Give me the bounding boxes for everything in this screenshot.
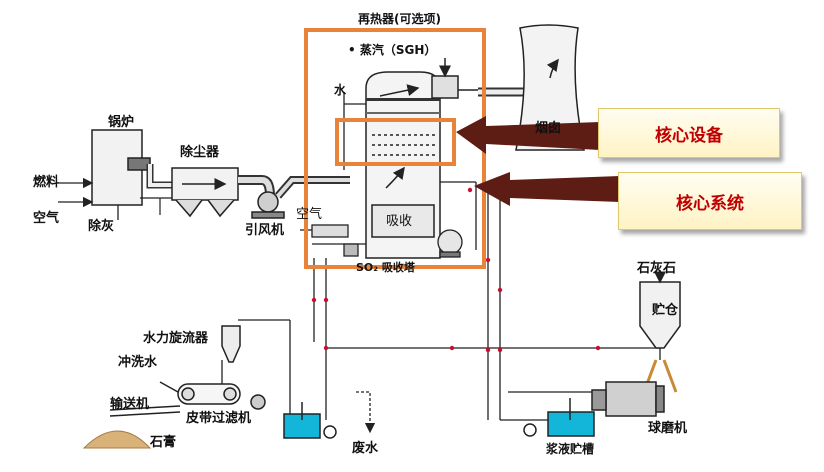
- core-equipment-arrow: [456, 116, 600, 154]
- label-air-left: 空气: [33, 211, 60, 226]
- label-water: 水: [334, 83, 347, 97]
- label-absorber-tower: SO₂ 吸收塔: [356, 261, 415, 274]
- flue-duct-1: [146, 164, 172, 189]
- label-reheater: 再热器(可选项): [358, 12, 441, 26]
- label-limestone: 石灰石: [637, 261, 677, 276]
- filtrate-tank: [283, 402, 337, 439]
- slurry-tank: [523, 398, 595, 437]
- label-boiler: 锅炉: [108, 115, 135, 130]
- label-id-fan: 引风机: [245, 223, 285, 238]
- label-air-mid: 空气: [296, 207, 323, 222]
- label-waste-water: 废水: [352, 441, 379, 456]
- id-fan: [251, 191, 285, 219]
- water-line: [343, 92, 366, 170]
- fuel-air-lines: [58, 177, 119, 220]
- conveyor: [109, 405, 181, 417]
- label-ash-removal: 除灰: [88, 219, 115, 234]
- dust-collector: [171, 167, 239, 218]
- gypsum-pile: [82, 430, 152, 449]
- hydrocyclone: [221, 325, 241, 363]
- label-steam: • 蒸汽（SGH）: [348, 43, 437, 57]
- core-equipment-box: [335, 118, 456, 166]
- label-absorb: 吸收: [386, 214, 413, 229]
- limestone-silo: [639, 270, 681, 393]
- label-silo: 贮仓: [652, 303, 679, 318]
- label-slurry-tank: 浆液贮槽: [546, 442, 595, 456]
- label-ball-mill: 球磨机: [648, 421, 688, 436]
- label-gypsum: 石膏: [150, 435, 177, 450]
- label-conveyor: 输送机: [110, 397, 150, 412]
- label-belt-filter: 皮带过滤机: [186, 411, 252, 426]
- label-chimney: 烟囱: [535, 121, 562, 136]
- pipe-markers: [311, 187, 601, 353]
- core-system-arrow: [474, 172, 620, 206]
- boiler: [91, 129, 151, 206]
- label-hydrocyclone: 水力旋流器: [143, 331, 209, 346]
- chimney: [515, 24, 585, 151]
- slurry-piping: [221, 181, 661, 421]
- label-flush-water: 冲洗水: [118, 355, 158, 370]
- oxidation-blower: [300, 224, 463, 258]
- ball-mill: [591, 381, 665, 417]
- label-fuel: 燃料: [33, 175, 60, 190]
- waste-water-line: [356, 391, 376, 434]
- callout-core-equipment: 核心设备: [598, 108, 780, 158]
- label-dust-collector: 除尘器: [180, 145, 220, 160]
- callout-core-system: 核心系统: [618, 172, 802, 230]
- reheater: [431, 58, 478, 99]
- belt-filter: [159, 381, 266, 410]
